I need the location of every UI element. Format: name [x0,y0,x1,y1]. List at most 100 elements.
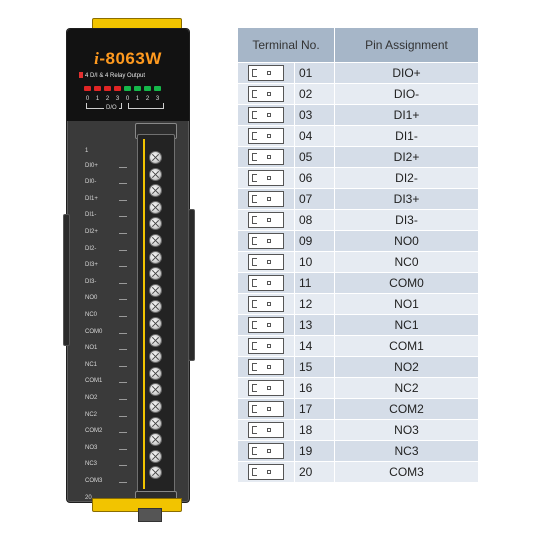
terminal-tick [119,183,127,185]
led-number: 3 [115,96,120,102]
terminal-tick [119,166,127,168]
terminal-label: NO0 [85,295,98,302]
pin-assignment: NO0 [334,230,479,252]
terminal-connector-icon [248,191,284,207]
terminal-tick [119,432,127,434]
din-clip [138,508,162,522]
terminal-tick [119,349,127,351]
pin-assignment: NC0 [334,251,479,273]
terminal-connector-icon [248,338,284,354]
terminal-tick [119,266,127,268]
screw-icon [149,317,162,330]
terminal-stripe [143,139,145,489]
terminal-tick [119,482,127,483]
screw-icon [149,234,162,247]
led-number: 0 [125,96,130,102]
led-numbers: 0 1 2 3 0 1 2 3 [84,96,161,102]
screw-icon [149,416,162,430]
screw-icon [149,333,162,347]
terminal-number: 05 [294,146,335,168]
connector-cell [237,125,295,147]
terminal-number: 20 [294,461,335,483]
terminal-label: NC1 [85,361,98,368]
terminal-label: DI1- [85,212,97,219]
terminal-label: DI0+ [85,162,98,169]
terminal-label: COM1 [85,378,103,385]
pin-assignment: COM3 [334,461,479,483]
connector-cell [237,314,295,336]
pin-assignment: NO2 [334,356,479,378]
terminal-tick [119,399,127,400]
terminal-number: 06 [294,167,335,189]
led-indicator [114,86,121,91]
screw-icon [149,184,162,198]
screw-icon [149,466,162,480]
connector-cell [237,440,295,462]
terminal-tick [119,415,127,417]
led-indicator [144,86,151,91]
screw-icon [149,400,162,413]
terminal-tick [119,316,127,317]
terminal-number: 01 [294,62,335,84]
terminal-connector-icon [248,170,284,186]
pin-assignment: NC2 [334,377,479,399]
terminal-connector-icon [248,212,284,228]
connector-cell [237,335,295,357]
screw-icon [149,167,162,181]
terminal-connector-icon [248,296,284,312]
led-group-label: D/O [104,105,119,111]
pin-assignment: DI2+ [334,146,479,168]
terminal-connector-icon [248,86,284,102]
side-rib [188,209,195,361]
led-number: 1 [135,96,140,102]
terminal-label: DI2+ [85,229,98,235]
pin-assignment: NC1 [334,314,479,336]
led-number: 0 [85,96,90,102]
terminal-connector-icon [248,422,284,438]
screw-icon [149,151,162,164]
screw-icon [149,366,162,380]
pin-assignment: NC3 [334,440,479,462]
red-marker-icon [79,72,83,78]
connector-cell [237,167,295,189]
terminal-label: DI2- [85,245,97,252]
terminal-label: 1 [85,148,89,154]
led-indicator [134,86,141,91]
terminal-number: 02 [294,83,335,105]
terminal-number: 19 [294,440,335,462]
pin-assignment: DI3+ [334,188,479,210]
led-number: 1 [95,96,100,102]
terminal-tick [119,216,127,218]
terminal-number: 04 [294,125,335,147]
pin-assignment: DI1+ [334,104,479,126]
screw-icon [149,200,162,214]
led-indicator [84,86,91,91]
terminal-connector-icon [248,464,284,480]
connector-cell [237,146,295,168]
terminal-label: NO1 [85,345,98,352]
terminal-connector-icon [248,107,284,123]
terminal-number: 16 [294,377,335,399]
side-rib [63,214,70,346]
terminal-connector-icon [248,149,284,165]
pin-assignment: DI2- [334,167,479,189]
connector-cell [237,356,295,378]
terminal-number: 15 [294,356,335,378]
module-subtitle: 4 D/I & 4 Relay Output [79,72,145,79]
terminal-tick [119,233,127,234]
terminal-label: DI3+ [85,262,98,269]
connector-cell [237,398,295,420]
terminal-label: 20 [85,494,92,501]
terminal-label: COM0 [85,328,103,335]
